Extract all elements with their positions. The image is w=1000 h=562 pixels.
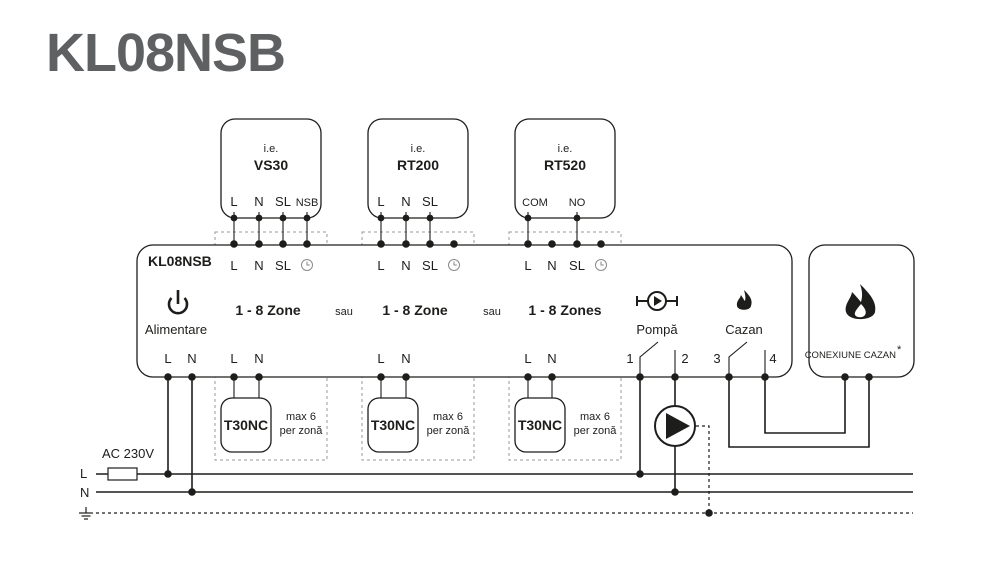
zone1-bottom-n: N [254,351,263,366]
rt200-terminal-sl: SL [422,194,438,209]
vs30-terminal-l: L [230,194,237,209]
actuator-box-3 [514,397,566,453]
fuse-symbol [107,467,138,481]
actuator-note-2a: max 6 [433,411,463,423]
pump-icon [636,291,678,311]
zone2-terminal-n: N [401,258,410,273]
rt520-terminal-com: COM [522,197,548,209]
actuator-wires [233,377,553,398]
flame-icon [845,284,876,320]
supply-wires [96,377,913,514]
supply-voltage: AC 230V [102,446,154,461]
zone1-terminal-l: L [230,258,237,273]
relay-terminal-3: 3 [713,351,720,366]
clock-icon [301,259,313,271]
boiler-wires [728,377,870,448]
clock-icon [595,259,607,271]
pump-symbol [654,405,696,447]
zone3-terminal-l: L [524,258,531,273]
ground-icon [79,507,93,520]
separator-1: sau [335,306,353,318]
zone2-terminal-l: L [377,258,384,273]
page-title: KL08NSB [46,23,286,83]
zone-label-3: 1 - 8 Zones [528,302,601,318]
actuator-name-2: T30NC [371,417,415,433]
supply-line-l: L [80,466,87,481]
clock-icon [448,259,460,271]
zone-label-1: 1 - 8 Zone [235,302,301,318]
power-terminal-l: L [164,351,171,366]
actuator-name-3: T30NC [518,417,562,433]
thermostat-model-3: RT520 [544,157,586,173]
controller-box [136,244,793,378]
zone-label-2: 1 - 8 Zone [382,302,448,318]
controller-name: KL08NSB [148,253,212,269]
vs30-terminal-nsb: NSB [296,197,319,209]
zone2-bottom-l: L [377,351,384,366]
power-label: Alimentare [145,322,207,337]
actuator-note-2b: per zonă [427,425,471,437]
thermostat-box-3 [514,118,616,219]
actuator-note-1a: max 6 [286,411,316,423]
controller-top-terminal-dots [230,240,605,248]
pump-relay-contact [639,341,676,377]
zone1-terminal-n: N [254,258,263,273]
thermostat-terminal-dots [230,214,581,222]
relay-terminal-1: 1 [626,351,633,366]
boiler-connection-label: CONEXIUNE CAZAN* [805,344,902,361]
zone3-bottom-l: L [524,351,531,366]
relay-terminal-4: 4 [769,351,776,366]
rt200-terminal-n: N [401,194,410,209]
actuator-box-1 [220,397,272,453]
boiler-relay-contact [728,341,766,377]
actuator-name-1: T30NC [224,417,268,433]
actuator-box-2 [367,397,419,453]
zone1-terminal-sl: SL [275,258,291,273]
thermostat-prefix-2: i.e. [411,143,426,155]
thermostat-box-1 [220,118,322,219]
pump-label: Pompă [636,322,678,337]
rt520-terminal-no: NO [569,197,586,209]
actuator-note-3a: max 6 [580,411,610,423]
vs30-terminal-sl: SL [275,194,291,209]
zone2-terminal-sl: SL [422,258,438,273]
power-terminal-n: N [187,351,196,366]
zone3-terminal-sl: SL [569,258,585,273]
zone2-bottom-n: N [401,351,410,366]
boiler-relay-label: Cazan [725,322,763,337]
vs30-terminal-n: N [254,194,263,209]
thermostat-prefix-1: i.e. [264,143,279,155]
flame-icon [736,290,752,310]
rt200-terminal-l: L [377,194,384,209]
junction-dots [164,470,713,517]
thermostat-model-2: RT200 [397,157,439,173]
zone3-bottom-n: N [547,351,556,366]
power-icon [167,290,189,315]
thermostat-prefix-3: i.e. [558,143,573,155]
separator-2: sau [483,306,501,318]
zone3-terminal-n: N [547,258,556,273]
supply-line-n: N [80,485,89,500]
thermostat-box-2 [367,118,469,219]
zone1-bottom-l: L [230,351,237,366]
actuator-note-1b: per zonă [280,425,324,437]
relay-terminal-2: 2 [681,351,688,366]
actuator-note-3b: per zonă [574,425,618,437]
thermostat-model-1: VS30 [254,157,288,173]
